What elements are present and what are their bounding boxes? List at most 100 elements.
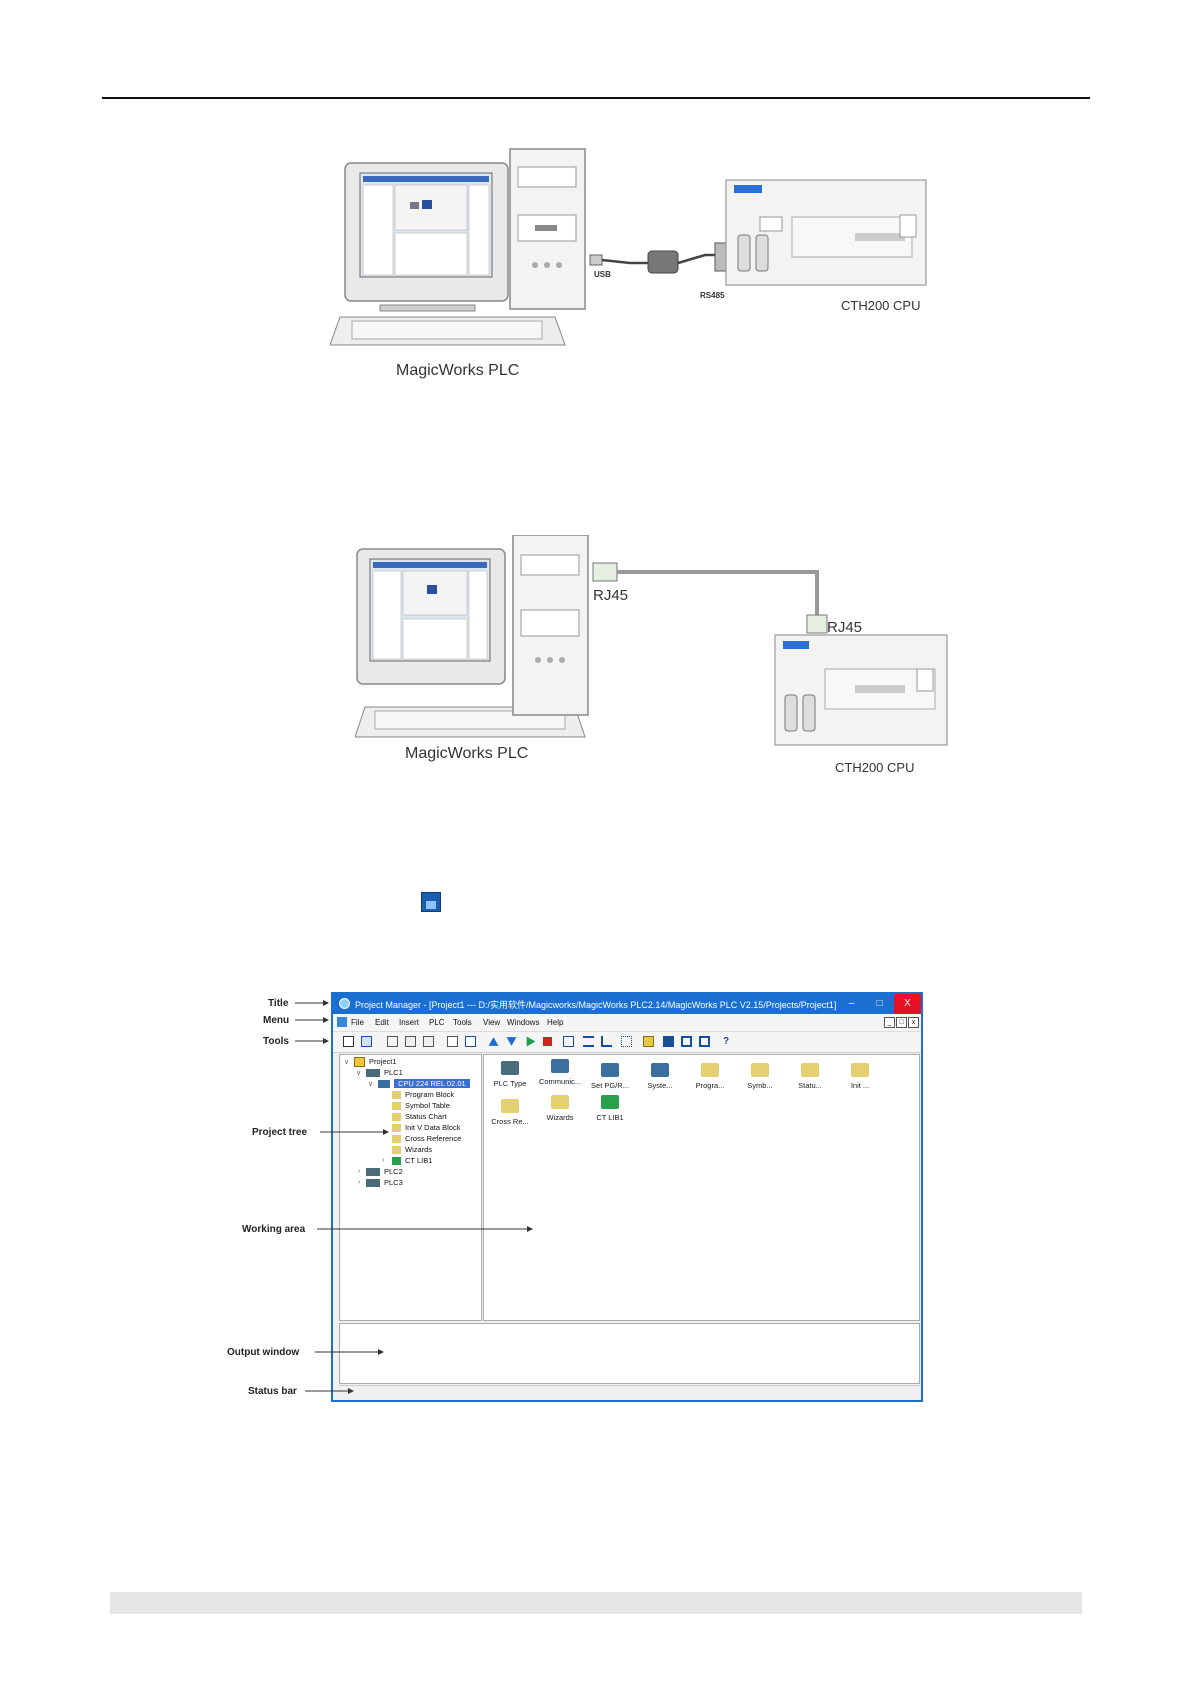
system-icon: [651, 1063, 669, 1077]
status-item[interactable]: Statu...: [784, 1063, 836, 1090]
menu-insert[interactable]: Insert: [399, 1018, 420, 1027]
callout-status-bar: Status bar: [248, 1386, 297, 1397]
menu-bar: File Edit Insert PLC Tools View Windows …: [333, 1014, 921, 1032]
tree-ct-lib1[interactable]: CT LIB1: [392, 1156, 432, 1166]
symbol-item[interactable]: Symb...: [734, 1063, 786, 1090]
list-icon[interactable]: [583, 1036, 594, 1047]
system-item[interactable]: Syste...: [634, 1063, 686, 1090]
mdi-close-button[interactable]: x: [908, 1017, 919, 1028]
rs485-label: RS485: [700, 291, 725, 300]
stop-icon[interactable]: [543, 1037, 552, 1046]
tree-init-v-data-block[interactable]: Init V Data Block: [392, 1123, 460, 1133]
plc-icon: [366, 1179, 380, 1188]
window-title: Project Manager - [Project1 --- D:/实用软件/…: [355, 1000, 837, 1010]
wizards-item[interactable]: Wizards: [534, 1095, 586, 1122]
folder-icon: [392, 1124, 401, 1133]
open-icon[interactable]: [361, 1036, 372, 1047]
paste-icon[interactable]: [423, 1036, 434, 1047]
windows-icon[interactable]: [663, 1036, 674, 1047]
folder-icon: [392, 1091, 401, 1100]
cpu-label: CTH200 CPU: [835, 760, 915, 775]
project-manager-window: Project Manager - [Project1 --- D:/实用软件/…: [331, 992, 923, 1402]
tree-icon[interactable]: [601, 1036, 612, 1047]
cpu-icon: [378, 1080, 390, 1089]
communication-item[interactable]: Communic...: [534, 1059, 586, 1086]
figure-rj45-connection: RJ45 RJ45 MagicWorks PLC CTH200 CPU: [354, 534, 955, 780]
footer-band: [110, 1592, 1082, 1614]
callout-tools: Tools: [263, 1036, 289, 1047]
tree-plc3[interactable]: PLC3: [366, 1178, 403, 1188]
plc-type-icon: [501, 1061, 519, 1075]
callout-output-window: Output window: [227, 1347, 300, 1358]
folder-icon: [851, 1063, 869, 1077]
page-copy-icon[interactable]: [465, 1036, 476, 1047]
run-icon[interactable]: [526, 1036, 536, 1047]
page-icon[interactable]: [447, 1036, 458, 1047]
callout-working-area: Working area: [242, 1224, 306, 1235]
cross-reference-item[interactable]: Cross Re...: [484, 1099, 536, 1126]
mdi-minimize-button[interactable]: _: [884, 1017, 895, 1028]
plc-icon: [366, 1069, 380, 1078]
folder-icon: [392, 1146, 401, 1155]
copy-icon[interactable]: [405, 1036, 416, 1047]
mdi-restore-button[interactable]: □: [896, 1017, 907, 1028]
tree-project1[interactable]: Project1: [354, 1057, 397, 1068]
tree-wizards[interactable]: Wizards: [392, 1145, 432, 1155]
communication-icon: [551, 1059, 569, 1073]
tree-plc1[interactable]: PLC1: [366, 1068, 403, 1078]
plc-type-item[interactable]: PLC Type: [484, 1061, 536, 1088]
cut-icon[interactable]: [387, 1036, 398, 1047]
tile-horizontal-icon[interactable]: [681, 1036, 692, 1047]
cpu-label: CTH200 CPU: [841, 298, 921, 313]
title-bar: Project Manager - [Project1 --- D:/实用软件/…: [333, 994, 921, 1014]
compile-icon[interactable]: [563, 1036, 574, 1047]
project-tree: ∨ Project1 ∨ PLC1 ∨ CPU 224 REL 02.01 Pr…: [339, 1054, 482, 1321]
help-icon[interactable]: ?: [723, 1036, 730, 1047]
tree-cross-reference[interactable]: Cross Reference: [392, 1134, 461, 1144]
tree-program-block[interactable]: Program Block: [392, 1090, 454, 1100]
folder-icon: [751, 1063, 769, 1077]
output-window: [339, 1323, 920, 1384]
menu-file[interactable]: File: [351, 1018, 364, 1027]
upload-icon[interactable]: [488, 1037, 499, 1046]
menu-windows[interactable]: Windows: [507, 1018, 540, 1027]
grid-icon[interactable]: [621, 1036, 632, 1047]
ct-lib1-item[interactable]: CT LIB1: [584, 1095, 636, 1122]
software-label: MagicWorks PLC: [405, 745, 529, 762]
folder-icon: [701, 1063, 719, 1077]
header-rule: [102, 97, 1090, 99]
program-item[interactable]: Progra...: [684, 1063, 736, 1090]
maximize-button[interactable]: □: [876, 998, 883, 1009]
new-icon[interactable]: [343, 1036, 354, 1047]
menu-tools[interactable]: Tools: [453, 1018, 472, 1027]
library-icon: [392, 1157, 401, 1166]
minimize-button[interactable]: –: [848, 998, 855, 1009]
menu-plc[interactable]: PLC: [429, 1018, 445, 1027]
menu-help[interactable]: Help: [547, 1018, 564, 1027]
magicworks-app-icon: [421, 892, 441, 912]
init-item[interactable]: Init ...: [834, 1063, 886, 1090]
software-label: MagicWorks PLC: [396, 362, 520, 379]
menu-view[interactable]: View: [483, 1018, 501, 1027]
folder-icon: [392, 1113, 401, 1122]
tree-plc2[interactable]: PLC2: [366, 1167, 403, 1177]
set-pg-icon: [601, 1063, 619, 1077]
tree-cpu[interactable]: CPU 224 REL 02.01: [378, 1079, 470, 1089]
folder-icon: [551, 1095, 569, 1109]
folder-icon: [392, 1102, 401, 1111]
callout-project-tree: Project tree: [252, 1127, 308, 1138]
tree-status-chart[interactable]: Status Chart: [392, 1112, 447, 1122]
usb-label: USB: [594, 270, 611, 279]
usb-connection-illustration: [329, 148, 927, 346]
callout-title: Title: [268, 998, 289, 1009]
folder-icon: [801, 1063, 819, 1077]
close-button[interactable]: X: [894, 994, 921, 1014]
rj45-pc-label: RJ45: [593, 587, 629, 604]
tree-symbol-table[interactable]: Symbol Table: [392, 1101, 450, 1111]
folder-icon[interactable]: [643, 1036, 654, 1047]
tile-vertical-icon[interactable]: [699, 1036, 710, 1047]
set-pg-item[interactable]: Set PG/R...: [584, 1063, 636, 1090]
menu-edit[interactable]: Edit: [375, 1018, 389, 1027]
app-icon: [339, 998, 350, 1009]
download-icon[interactable]: [506, 1037, 517, 1046]
